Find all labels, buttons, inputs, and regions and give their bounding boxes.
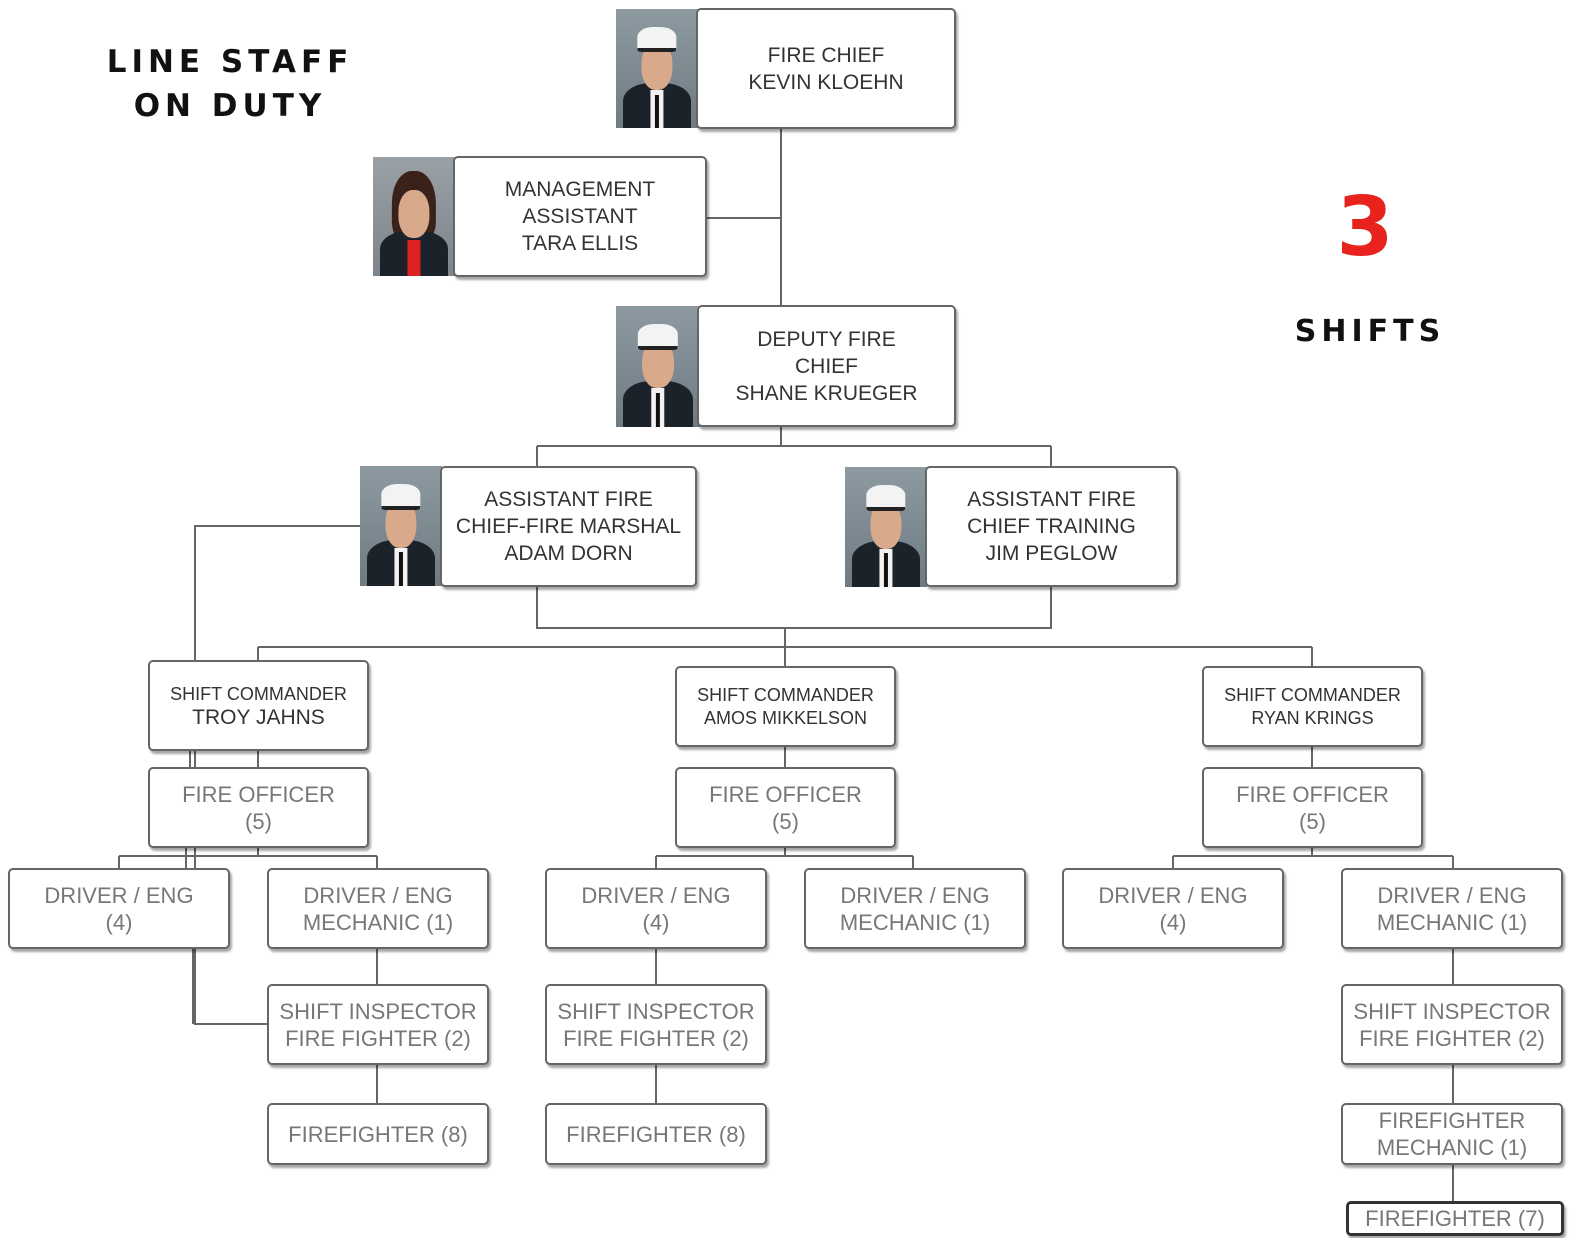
shift1-commander-name: TROY JAHNS	[192, 705, 325, 729]
shift3-driver-mech-box: DRIVER / ENG MECHANIC (1)	[1341, 868, 1563, 949]
shift2-driver-mech-box: DRIVER / ENG MECHANIC (1)	[804, 868, 1026, 949]
asst-marshal-name: ADAM DORN	[504, 542, 633, 565]
shift1-firefighter-label: FIREFIGHTER (8)	[288, 1121, 468, 1147]
shift1-officer-title: FIRE OFFICER	[182, 781, 335, 807]
shift1-officer-box: FIRE OFFICER (5)	[148, 767, 369, 848]
asst-training-photo	[845, 467, 927, 587]
shift2-driver-title: DRIVER / ENG	[581, 882, 731, 908]
shift3-officer-box: FIRE OFFICER (5)	[1202, 767, 1423, 848]
shift3-driver-count: (4)	[1159, 909, 1187, 935]
shift3-firefighter-box: FIREFIGHTER (7)	[1346, 1201, 1564, 1236]
shift3-driver-title: DRIVER / ENG	[1098, 882, 1248, 908]
fire-chief-name: KEVIN KLOEHN	[748, 70, 904, 94]
asst-marshal-line2: CHIEF-FIRE MARSHAL	[455, 515, 682, 538]
shift2-driver-count: (4)	[642, 909, 670, 935]
deputy-name: SHANE KRUEGER	[735, 381, 918, 405]
shift3-firefighter-label: FIREFIGHTER (7)	[1365, 1206, 1545, 1231]
shift3-ff-mechanic-count: MECHANIC (1)	[1376, 1135, 1528, 1160]
shift3-inspector-title: SHIFT INSPECTOR	[1353, 998, 1551, 1024]
shift1-officer-count: (5)	[245, 808, 272, 834]
deputy-line2: CHIEF	[795, 354, 858, 378]
shift3-commander-box: SHIFT COMMANDER RYAN KRINGS	[1202, 666, 1423, 747]
shift2-inspector-box: SHIFT INSPECTOR FIRE FIGHTER (2)	[545, 984, 767, 1065]
asst-marshal-photo	[360, 466, 442, 586]
shift1-inspector-box: SHIFT INSPECTOR FIRE FIGHTER (2)	[267, 984, 489, 1065]
shift2-commander-box: SHIFT COMMANDER AMOS MIKKELSON	[675, 666, 896, 747]
shift1-driver-box: DRIVER / ENG (4)	[8, 868, 230, 949]
shift2-driver-box: DRIVER / ENG (4)	[545, 868, 767, 949]
shift2-officer-box: FIRE OFFICER (5)	[675, 767, 896, 848]
mgmt-line1: MANAGEMENT	[504, 178, 656, 201]
mgmt-line2: ASSISTANT	[522, 205, 638, 228]
line-staff-title: LINE STAFF ON DUTY	[90, 40, 370, 128]
shift2-officer-title: FIRE OFFICER	[709, 781, 862, 807]
fire-chief-box: FIRE CHIEF KEVIN KLOEHN	[696, 8, 956, 129]
shift2-driver-mech-count: MECHANIC (1)	[839, 909, 991, 935]
deputy-chief-box: DEPUTY FIRE CHIEF SHANE KRUEGER	[697, 305, 956, 427]
shift2-firefighter-label: FIREFIGHTER (8)	[566, 1121, 746, 1147]
shift3-ff-mechanic-box: FIREFIGHTER MECHANIC (1)	[1341, 1103, 1563, 1165]
shift1-firefighter-box: FIREFIGHTER (8)	[267, 1103, 489, 1165]
shift1-driver-count: (4)	[105, 909, 133, 935]
shift3-officer-count: (5)	[1299, 808, 1326, 834]
shift2-commander-title: SHIFT COMMANDER	[697, 684, 874, 705]
asst-marshal-box: ASSISTANT FIRE CHIEF-FIRE MARSHAL ADAM D…	[440, 466, 697, 587]
fire-chief-photo	[616, 9, 698, 128]
line-staff-title-line1: LINE STAFF	[106, 44, 354, 80]
shift3-ff-mechanic-title: FIREFIGHTER	[1378, 1108, 1526, 1133]
asst-training-line2: CHIEF TRAINING	[967, 515, 1136, 538]
shifts-label: SHIFTS	[1294, 314, 1446, 349]
shift2-officer-count: (5)	[772, 808, 799, 834]
shift2-firefighter-box: FIREFIGHTER (8)	[545, 1103, 767, 1165]
shift1-driver-mech-count: MECHANIC (1)	[302, 909, 454, 935]
shift1-driver-mech-box: DRIVER / ENG MECHANIC (1)	[267, 868, 489, 949]
shift1-inspector-count: FIRE FIGHTER (2)	[285, 1025, 471, 1051]
shifts-count: 3	[1336, 180, 1394, 275]
deputy-chief-photo	[616, 306, 700, 427]
shift1-commander-title: SHIFT COMMANDER	[170, 683, 347, 704]
management-assistant-photo	[373, 157, 455, 276]
shift2-inspector-title: SHIFT INSPECTOR	[557, 998, 755, 1024]
shift3-driver-mech-count: MECHANIC (1)	[1376, 909, 1528, 935]
shift1-driver-mech-title: DRIVER / ENG	[303, 882, 453, 908]
asst-training-line1: ASSISTANT FIRE	[967, 488, 1136, 511]
shift3-inspector-count: FIRE FIGHTER (2)	[1359, 1025, 1545, 1051]
shift3-inspector-box: SHIFT INSPECTOR FIRE FIGHTER (2)	[1341, 984, 1563, 1065]
shift3-driver-box: DRIVER / ENG (4)	[1062, 868, 1284, 949]
shift2-driver-mech-title: DRIVER / ENG	[840, 882, 990, 908]
line-staff-title-line2: ON DUTY	[133, 88, 327, 124]
shift1-inspector-title: SHIFT INSPECTOR	[279, 998, 477, 1024]
line-assistants-bracket	[536, 587, 1052, 629]
deputy-line1: DEPUTY FIRE	[757, 327, 896, 351]
shift2-inspector-count: FIRE FIGHTER (2)	[563, 1025, 749, 1051]
shift3-driver-mech-title: DRIVER / ENG	[1377, 882, 1527, 908]
shift3-officer-title: FIRE OFFICER	[1236, 781, 1389, 807]
asst-training-name: JIM PEGLOW	[985, 542, 1118, 565]
shift3-commander-name: RYAN KRINGS	[1251, 707, 1374, 728]
shift2-commander-name: AMOS MIKKELSON	[703, 707, 868, 728]
asst-marshal-line1: ASSISTANT FIRE	[484, 488, 653, 511]
fire-chief-title: FIRE CHIEF	[767, 43, 885, 67]
shift3-commander-title: SHIFT COMMANDER	[1224, 684, 1401, 705]
shift1-driver-title: DRIVER / ENG	[44, 882, 194, 908]
shift1-commander-box: SHIFT COMMANDER TROY JAHNS	[148, 660, 369, 751]
mgmt-name: TARA ELLIS	[521, 232, 639, 255]
management-assistant-box: MANAGEMENT ASSISTANT TARA ELLIS	[453, 156, 707, 277]
asst-training-box: ASSISTANT FIRE CHIEF TRAINING JIM PEGLOW	[925, 466, 1178, 587]
